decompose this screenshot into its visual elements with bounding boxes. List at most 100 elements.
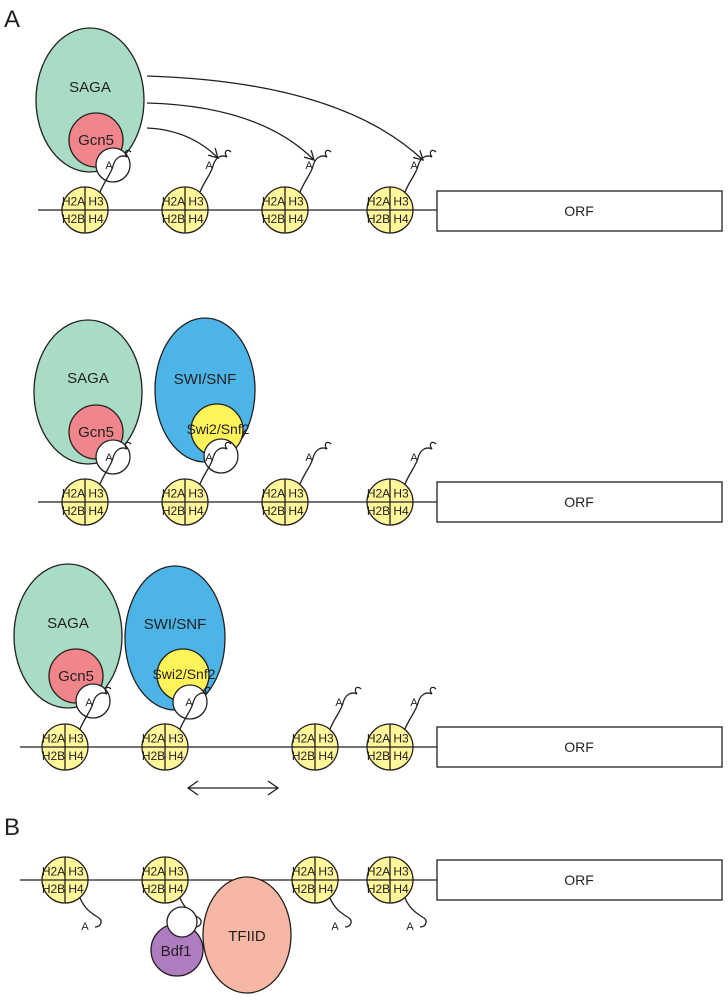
acetyl-mark: A xyxy=(81,921,89,933)
acetyl-mark: A xyxy=(305,160,313,172)
histone-h2a-label: H2A xyxy=(162,487,185,501)
histone-h2b-label: H2B xyxy=(142,882,165,896)
bdf1-complex: Bdf1 xyxy=(150,906,204,977)
histone-tail xyxy=(199,149,232,193)
acetyl-mark: A xyxy=(410,160,418,172)
histone-h3-label: H3 xyxy=(318,732,334,746)
histone-h3-label: H3 xyxy=(88,487,104,501)
acetyl-mark: A xyxy=(85,697,93,709)
histone-tail xyxy=(179,897,202,928)
orf-label: ORF xyxy=(564,203,594,219)
histone-h2b-label: H2B xyxy=(367,882,390,896)
orf-box: ORF xyxy=(436,859,723,901)
histone-tail xyxy=(179,686,212,730)
histone-h3-label: H3 xyxy=(318,865,334,879)
saga-label: SAGA xyxy=(69,79,111,96)
sliding-arrow xyxy=(186,780,280,796)
histone-h2b-label: H2B xyxy=(262,212,285,226)
histone-h4-label: H4 xyxy=(88,212,104,226)
histone-tail xyxy=(404,897,427,928)
histone-h4-label: H4 xyxy=(393,504,409,518)
swi-snf-complex: SWI/SNF Swi2/Snf2 xyxy=(124,565,226,720)
histone-h4-label: H4 xyxy=(168,882,184,896)
histone-h3-label: H3 xyxy=(168,865,184,879)
acetyl-mark: A xyxy=(335,697,343,709)
histone-h3-label: H3 xyxy=(88,195,104,209)
histone-h4-label: H4 xyxy=(393,882,409,896)
histone-h2b-label: H2B xyxy=(367,504,390,518)
histone-h2a-label: H2A xyxy=(42,732,65,746)
swi-snf-label: SWI/SNF xyxy=(174,371,237,388)
orf-box: ORF xyxy=(436,190,723,232)
orf-box: ORF xyxy=(436,726,723,768)
histone-h4-label: H4 xyxy=(393,749,409,763)
histone-h3-label: H3 xyxy=(393,195,409,209)
histone-h4-label: H4 xyxy=(188,212,204,226)
histone-h4-label: H4 xyxy=(188,504,204,518)
histone-h2a-label: H2A xyxy=(367,732,390,746)
saga-complex: SAGA Gcn5 xyxy=(35,27,145,183)
histone-h2b-label: H2B xyxy=(142,749,165,763)
acetyl-mark: A xyxy=(410,697,418,709)
histone-tail xyxy=(299,441,332,485)
histone-h4-label: H4 xyxy=(68,749,84,763)
saga-complex: SAGA Gcn5 xyxy=(33,319,143,475)
histone-h2a-label: H2A xyxy=(262,487,285,501)
histone-h3-label: H3 xyxy=(288,195,304,209)
histone-h2a-label: H2A xyxy=(162,195,185,209)
acetyl-mark: A xyxy=(410,452,418,464)
swi-snf-label: SWI/SNF xyxy=(144,616,207,633)
arrow-1 xyxy=(146,127,219,159)
histone-h2b-label: H2B xyxy=(292,749,315,763)
histone-h2b-label: H2B xyxy=(62,504,85,518)
histone-tail xyxy=(404,149,437,193)
histone-tail xyxy=(404,441,437,485)
histone-h2b-label: H2B xyxy=(262,504,285,518)
swi2-snf2-binding-pocket xyxy=(203,438,239,474)
histone-tail xyxy=(99,149,132,193)
saga-label: SAGA xyxy=(47,615,89,632)
acetyl-mark: A xyxy=(205,452,213,464)
histone-h2a-label: H2A xyxy=(42,865,65,879)
gcn5-label: Gcn5 xyxy=(78,424,114,441)
histone-h4-label: H4 xyxy=(318,882,334,896)
histone-h4-label: H4 xyxy=(288,212,304,226)
histone-h3-label: H3 xyxy=(393,865,409,879)
histone-tail xyxy=(299,149,332,193)
bdf1-binding-pocket xyxy=(166,906,198,938)
histone-h2a-label: H2A xyxy=(62,195,85,209)
histone-h3-label: H3 xyxy=(168,732,184,746)
panel-label-a: A xyxy=(4,6,20,33)
histone-h4-label: H4 xyxy=(88,504,104,518)
tfiid-label: TFIID xyxy=(228,928,266,945)
histone-h3-label: H3 xyxy=(188,487,204,501)
histone-h2b-label: H2B xyxy=(162,504,185,518)
swi-snf-complex: SWI/SNF Swi2/Snf2 xyxy=(154,317,256,474)
histone-tail xyxy=(199,441,232,485)
histone-h2a-label: H2A xyxy=(142,732,165,746)
histone-h3-label: H3 xyxy=(188,195,204,209)
swi2-snf2-binding-pocket xyxy=(172,684,208,720)
orf-box: ORF xyxy=(436,481,723,523)
swi2-snf2-label: Swi2/Snf2 xyxy=(186,421,249,437)
histone-h2a-label: H2A xyxy=(142,865,165,879)
panel-label-b: B xyxy=(4,814,20,841)
histone-h4-label: H4 xyxy=(168,749,184,763)
histone-h2b-label: H2B xyxy=(42,882,65,896)
tfiid-complex: TFIID xyxy=(202,876,292,994)
histone-h2b-label: H2B xyxy=(62,212,85,226)
